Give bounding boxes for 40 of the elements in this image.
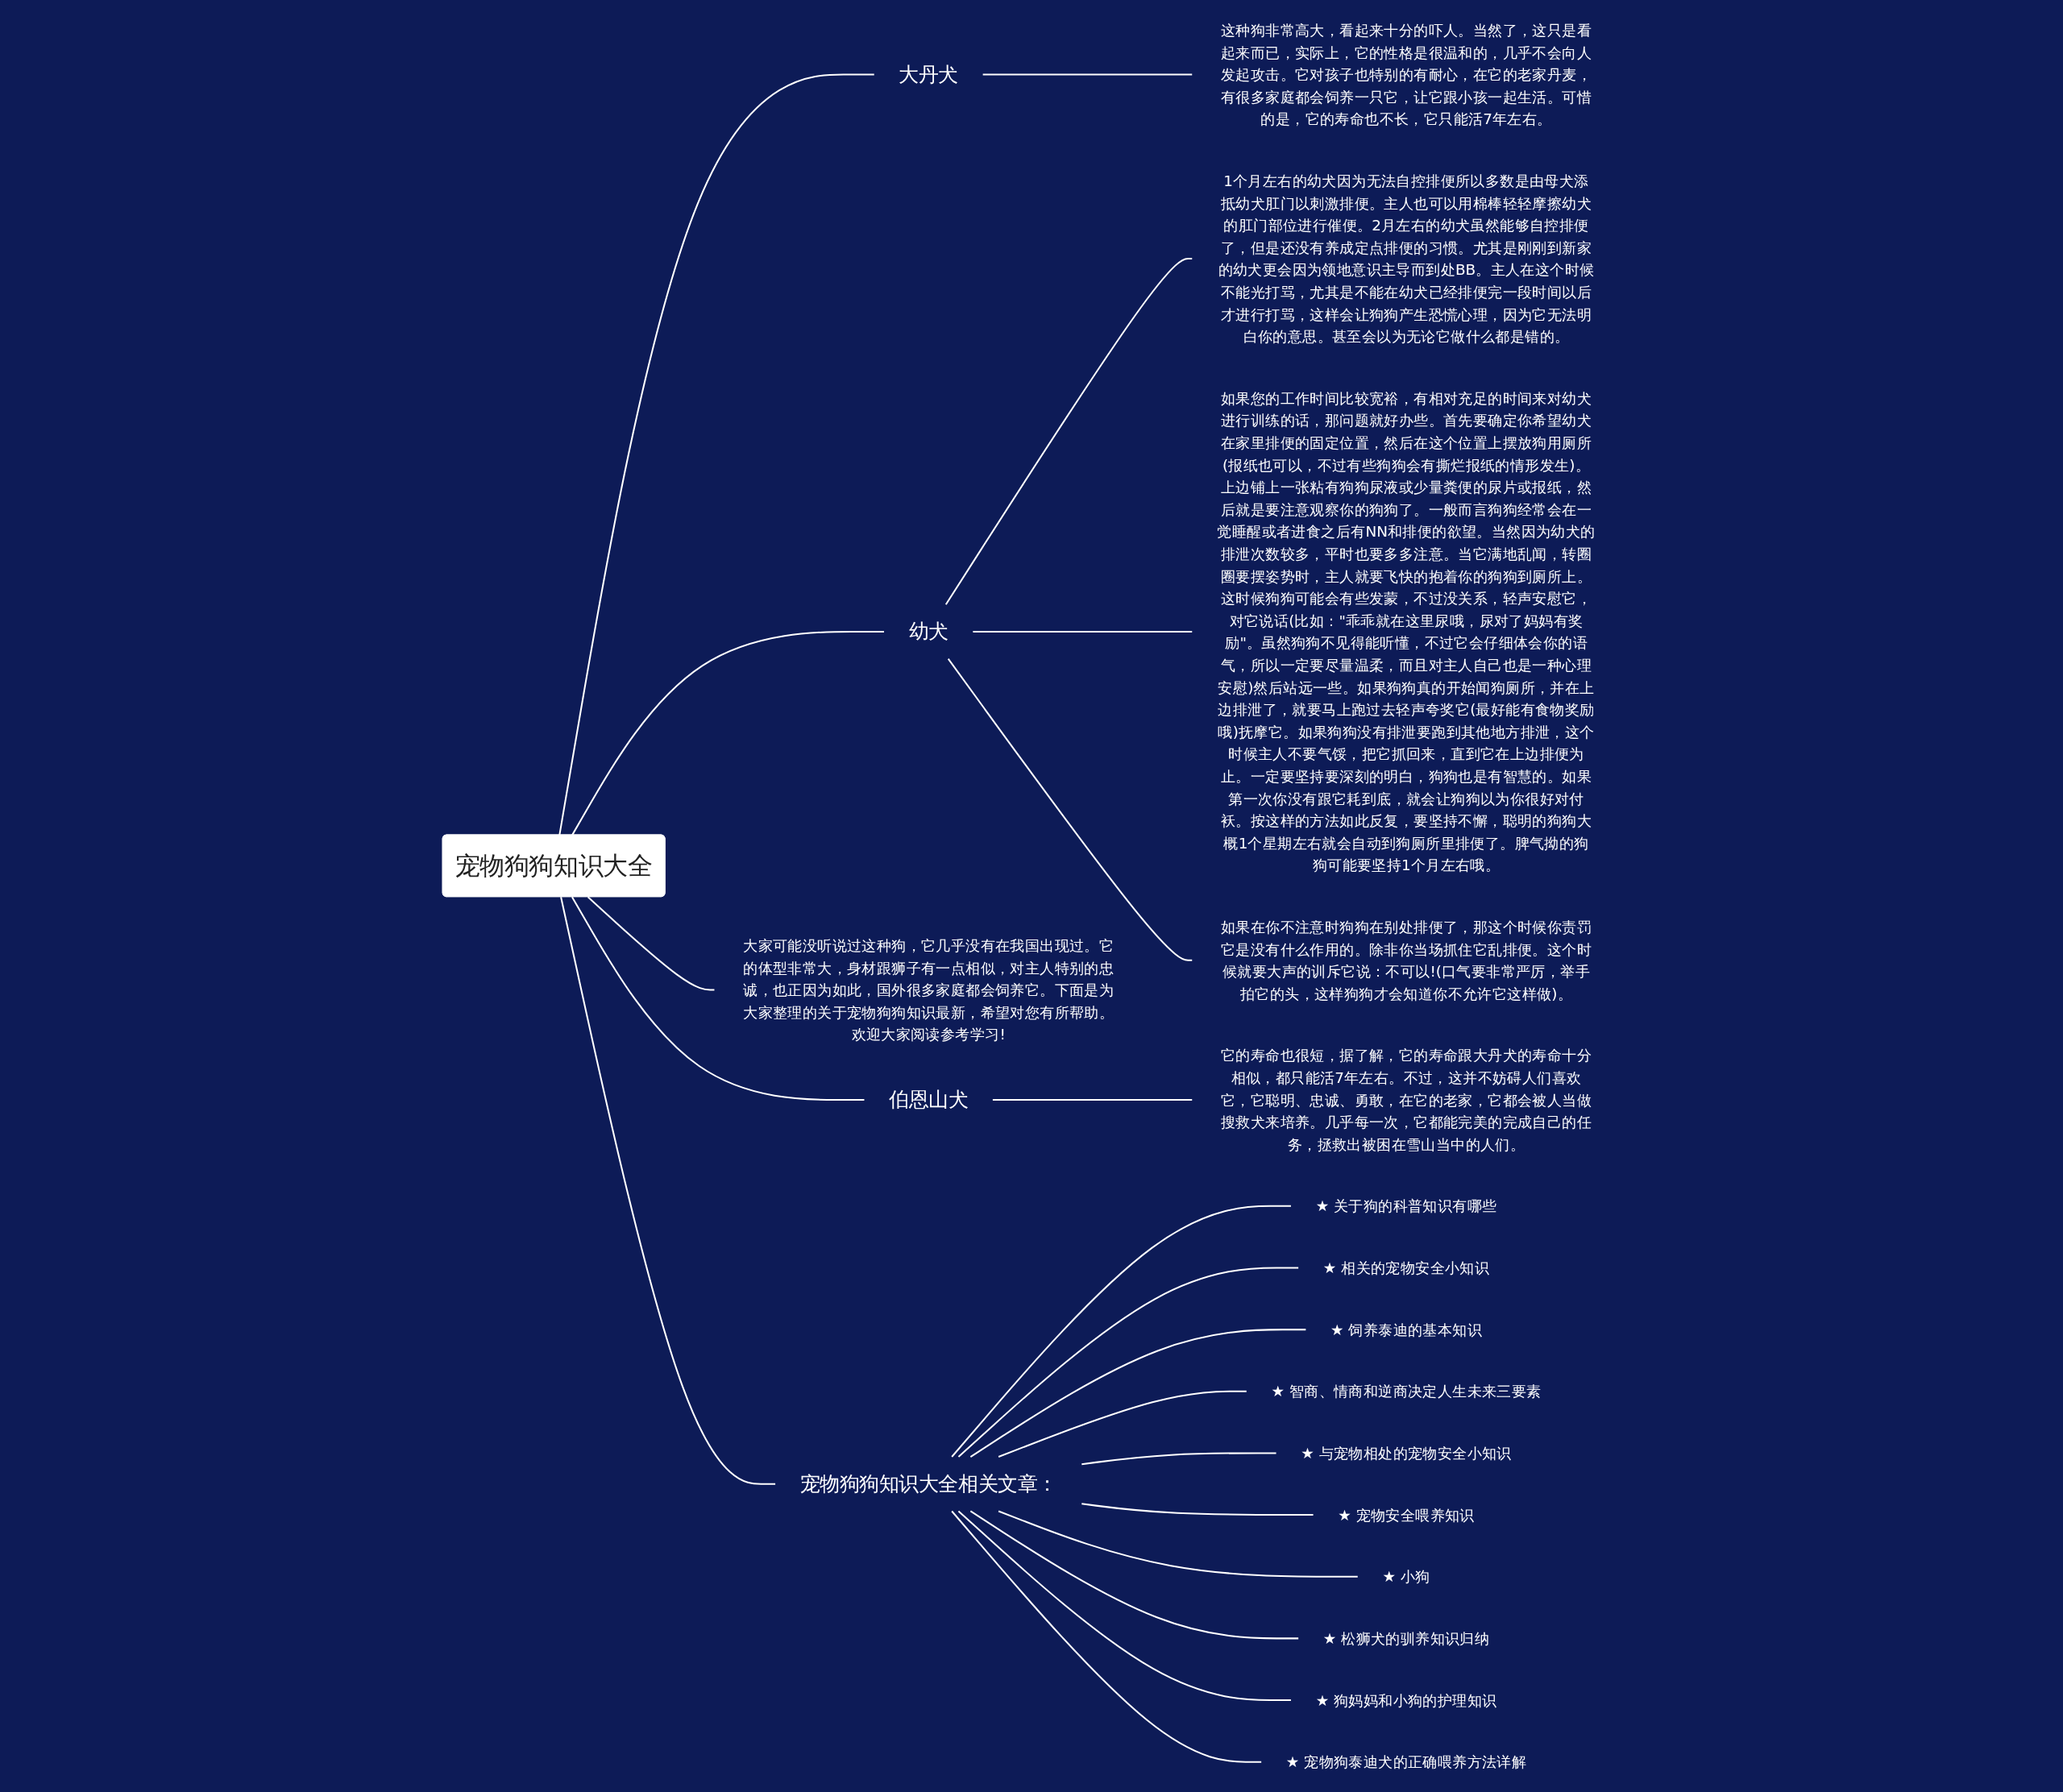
node-text: ★ 宠物狗泰迪犬的正确喂养方法详解 (1285, 1753, 1527, 1771)
connector (951, 1510, 1262, 1763)
node-text: ★ 小狗 (1382, 1568, 1430, 1586)
node-text: ★ 关于狗的科普知识有哪些 (1315, 1197, 1497, 1215)
node-text: 伯恩山犬 (889, 1088, 969, 1112)
connector (571, 630, 885, 836)
node-text: 这种狗非常高大，看起来十分的吓人。当然了，这只是看起来而已，实际上，它的性格是很温和的，几乎不会向人发起攻击。它对孩子也特别的有耐心，在它的老家丹麦，有很多家庭都会饲养一只它，让它跟小孩一起生活。可惜的是，它的寿命也不长，它只能活7年左右。 (1221, 21, 1592, 128)
connector (571, 896, 865, 1101)
node-text: 如果在你不注意时狗狗在别处排便了，那这个时候你责罚它是没有什么作用的。除非你当场抓住它乱排便。这个时候就要大声的训斥它说：不可以!(口气要非常严厉，举手拍它的头，这样狗狗才会知道你不允许它这样做)。 (1221, 918, 1592, 1002)
node-text: 1个月左右的幼犬因为无法自控排便所以多数是由母犬添抵幼犬肛门以刺激排便。主人也可以用棉棒轻轻摩擦幼犬的肛门部位进行催便。2月左右的幼犬虽然能够自控排便了，但是还没有养成定点排便的习惯。尤其是刚刚到新家的幼犬更会因为领地意识主导而到处BB。主人在这个时候不能光打骂，尤其是不能在幼犬已经排便完一段时间以后才进行打骂，这样会让狗狗产生恐慌心理，因为它无法明白你的意思。甚至会以为无论它做什么都是错的。 (1218, 172, 1595, 346)
connector (944, 257, 1193, 605)
connector (587, 896, 715, 991)
connector (973, 630, 1193, 633)
connector (951, 1205, 1291, 1458)
connector (1081, 1452, 1276, 1466)
connector (998, 1510, 1358, 1578)
connector (1081, 1503, 1314, 1516)
node-text: ★ 饲养泰迪的基本知识 (1330, 1321, 1482, 1338)
connector (957, 1267, 1299, 1458)
connector (957, 1510, 1291, 1702)
node-text: 大家可能没听说过这种狗，它几乎没有在我国出现过。它的体型非常大，身材跟狮子有一点相似，对主人特别的忠诚，也正因为如此，国外很多家庭都会饲养它。下面是为大家整理的关于宠物狗狗知识最新，希望对您有所帮助。欢迎大家阅读参考学习! (743, 936, 1115, 1043)
node-text: ★ 狗妈妈和小狗的护理知识 (1315, 1691, 1497, 1709)
node-text: 它的寿命也很短，据了解，它的寿命跟大丹犬的寿命十分相似，都只能活7年左右。不过，这并不妨碍人们喜欢它，它聪明、忠诚、勇敢，在它的老家，它都会被人当做搜救犬来培养。几乎每一次，它都能完美的完成自己的任务，拯救出被困在雪山当中的人们。 (1221, 1047, 1592, 1153)
connector (558, 73, 874, 836)
node-text: ★ 相关的宠物安全小知识 (1322, 1259, 1490, 1277)
connector (982, 73, 1193, 76)
node-text: ★ 与宠物相处的宠物安全小知识 (1301, 1444, 1512, 1462)
connector (969, 1329, 1306, 1458)
connector (992, 1098, 1193, 1101)
connector (560, 897, 776, 1485)
node-text: ★ 宠物安全喂养知识 (1338, 1506, 1475, 1524)
node-text: 幼犬 (908, 620, 948, 644)
connector (998, 1390, 1247, 1458)
node-text: 宠物狗狗知识大全相关文章： (799, 1472, 1057, 1496)
node-text: ★ 松狮犬的驯养知识归纳 (1322, 1629, 1490, 1648)
node-text: ★ 智商、情商和逆商决定人生未来三要素 (1271, 1383, 1542, 1400)
connector (947, 658, 1193, 961)
node-text: 大丹犬 (899, 63, 959, 86)
connector (969, 1510, 1299, 1640)
node-text: 如果您的工作时间比较宽裕，有相对充足的时间来对幼犬进行训练的话，那问题就好办些。首先要确定你希望幼犬在家里排便的固定位置，然后在这个位置上摆放狗用厕所(报纸也可以，不过有些狗狗会有撕烂报纸的情形发生)。上边铺上一张粘有狗狗尿液或少量粪便的尿片或报纸，然后就是要注意观察你的狗狗了。一般而言狗狗经常会在一觉睡醒或者进食之后有NN和排便的欲望。当然因为幼犬的排泄次数较多，平时也要多多注意。当它满地乱闻，转圈圈要摆姿势时，主人就要飞快的抱着你的狗狗到厕所上。这时候狗狗可能会有些发蒙，不过没关系，轻声安慰它，对它说话(比如："乖乖就在这里尿哦，尿对了妈妈有奖励"。虽然狗狗不见得能听懂，不过它会仔细体会你的语气，所以一定要尽量温柔，而且对主人自己也是一种心理安慰)然后站远一些。如果狗狗真的开始闻狗厕所，并在上边排泄了，就要马上跑过去轻声夸奖它(最好能有食物奖励哦)抚摩它。如果狗狗没有排泄要跑到其他地方排泄，这个时候主人不要气馁，把它抓回来，直到它在上边排便为止。一定要坚持要深刻的明白，狗狗也是有智慧的。如果第一次你没有跟它耗到底，就会让狗狗以为你很好对付袄。按这样的方法如此反复，要坚持不懈，聪明的狗狗大概1个星期左右就会自动到狗厕所里排便了。脾气拗的狗狗可能要坚持1个月左右哦。 (1217, 389, 1596, 874)
